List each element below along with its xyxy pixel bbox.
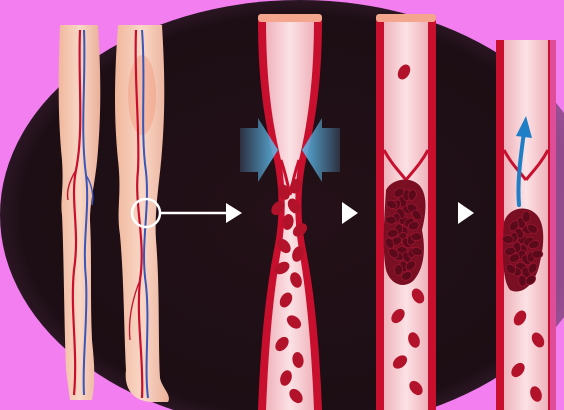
inflamed-area bbox=[128, 55, 156, 135]
vessel-cap-3 bbox=[376, 14, 436, 22]
right-fade bbox=[550, 0, 564, 410]
clot-cell bbox=[532, 250, 543, 259]
clot-cell bbox=[522, 211, 530, 222]
clot-moving-panel bbox=[496, 40, 556, 410]
clot-forming-panel bbox=[376, 14, 436, 410]
vessel-cap-2 bbox=[258, 14, 322, 22]
clot-cell bbox=[411, 232, 422, 241]
